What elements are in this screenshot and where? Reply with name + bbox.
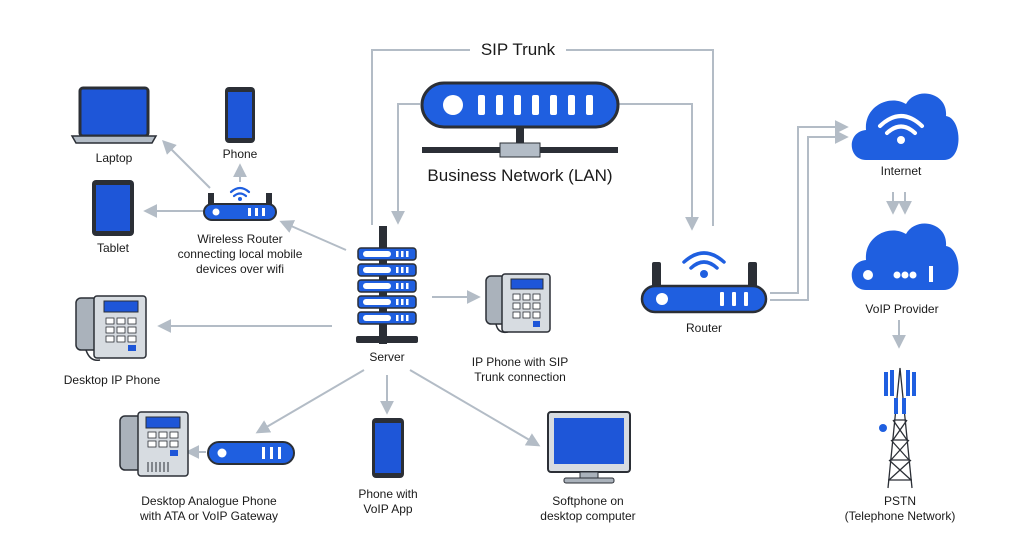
server-to-softphone-arrow bbox=[409, 369, 541, 447]
business-network-label: Business Network (LAN) bbox=[427, 166, 613, 185]
router-to-internet-arrow-1 bbox=[770, 120, 849, 294]
pstn-label: PSTN (Telephone Network) bbox=[844, 494, 956, 523]
ip-phone-sip-icon bbox=[485, 273, 551, 334]
lan-to-server-arrow bbox=[391, 103, 420, 225]
connection-lines bbox=[143, 49, 912, 459]
phone-icon bbox=[225, 87, 255, 143]
voip-app-phone-label: Phone with VoIP App bbox=[358, 487, 418, 516]
tablet-icon bbox=[92, 180, 134, 236]
analogue-phone-label: Desktop Analogue Phone with ATA or VoIP … bbox=[139, 494, 279, 523]
server-label: Server bbox=[369, 350, 405, 364]
cell-tower-icon bbox=[879, 367, 916, 489]
desktop-computer-icon bbox=[547, 411, 631, 484]
server-to-wireless-arrow bbox=[279, 220, 347, 251]
desktop-ip-phone-label: Desktop IP Phone bbox=[63, 373, 161, 387]
router-label: Router bbox=[685, 321, 723, 335]
internet-cloud-icon bbox=[851, 93, 959, 160]
wireless-to-laptop-arrow bbox=[162, 140, 211, 189]
lan-switch-icon bbox=[420, 81, 620, 158]
softphone-label: Softphone on desktop computer bbox=[540, 494, 636, 523]
voip-provider-cloud-icon bbox=[851, 223, 959, 290]
lan-to-router-arrow bbox=[618, 103, 699, 231]
server-icon bbox=[356, 226, 418, 344]
laptop-label: Laptop bbox=[95, 151, 133, 165]
mobile-phone-icon bbox=[372, 418, 404, 478]
voip-provider-label: VoIP Provider bbox=[865, 302, 939, 316]
sip-trunk-line bbox=[371, 49, 714, 226]
router-icon bbox=[640, 251, 768, 314]
wireless-router-icon bbox=[203, 186, 277, 221]
sip-trunk-label: SIP Trunk bbox=[480, 40, 556, 59]
server-to-ata-arrow bbox=[255, 369, 365, 434]
desktop-ip-phone-icon bbox=[75, 295, 147, 362]
laptop-icon bbox=[70, 86, 158, 144]
analogue-phone-icon bbox=[119, 411, 189, 477]
router-to-internet-arrow-2 bbox=[770, 130, 849, 301]
ata-gateway-icon bbox=[207, 441, 295, 465]
wireless-router-label: Wireless Router connecting local mobile … bbox=[177, 232, 303, 276]
ip-phone-sip-label: IP Phone with SIP Trunk connection bbox=[471, 355, 569, 384]
tablet-label: Tablet bbox=[96, 241, 130, 255]
phone-label: Phone bbox=[222, 147, 258, 161]
internet-label: Internet bbox=[880, 164, 922, 178]
